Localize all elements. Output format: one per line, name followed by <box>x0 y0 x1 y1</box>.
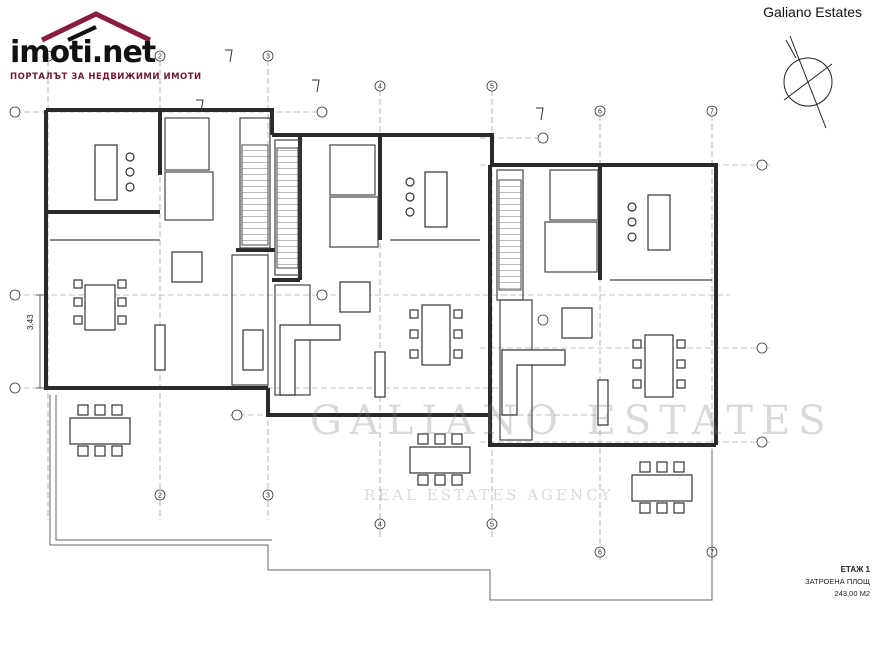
logo-wordmark: imoti.net <box>10 35 156 70</box>
axis-label: 6 <box>598 550 602 557</box>
north-arrow-icon <box>783 35 833 129</box>
axis-label: 3 <box>266 493 270 500</box>
agency-label: Galiano Estates <box>763 4 862 20</box>
living-furniture <box>154 251 609 426</box>
terraces <box>49 395 713 601</box>
kitchen-islands <box>94 144 671 251</box>
area-label: ЗАТРОЕНА ПЛОЩ <box>805 577 870 586</box>
logo-tagline: ПОРТАЛЪТ ЗА НЕДВИЖИМИ ИМОТИ <box>10 72 202 82</box>
axis-label: 7 <box>710 109 714 116</box>
dimension-label: 3.43 <box>26 314 35 330</box>
area-value: 243,00 М2 <box>834 589 870 598</box>
axis-label: 2 <box>158 54 162 61</box>
grid-bubbles <box>9 50 768 558</box>
logo-roof-icon <box>40 11 152 43</box>
unit-3-walls <box>488 163 718 447</box>
dimension-line <box>36 294 44 389</box>
plan-info: ЕТАЖ 1 ЗАТРОЕНА ПЛОЩ 243,00 М2 <box>788 564 870 600</box>
axis-label: 5 <box>490 84 494 91</box>
stairs <box>241 144 522 291</box>
axis-label: 6 <box>598 109 602 116</box>
axis-label: 7 <box>710 550 714 557</box>
axis-label: 4 <box>378 84 382 91</box>
axis-label: 4 <box>378 522 382 529</box>
axis-label: 5 <box>490 522 494 529</box>
site-logo[interactable]: imoti.net ПОРТАЛЪТ ЗА НЕДВИЖИМИ ИМОТИ <box>8 10 201 90</box>
axis-label: 3 <box>266 54 270 61</box>
axis-label: 1 <box>46 54 50 61</box>
terrace-tables <box>69 404 693 514</box>
dining-tables <box>73 279 686 398</box>
axis-label: 2 <box>158 493 162 500</box>
section-markers <box>196 49 544 121</box>
floor-label: ЕТАЖ 1 <box>840 565 870 574</box>
unit-1-walls <box>44 108 275 390</box>
